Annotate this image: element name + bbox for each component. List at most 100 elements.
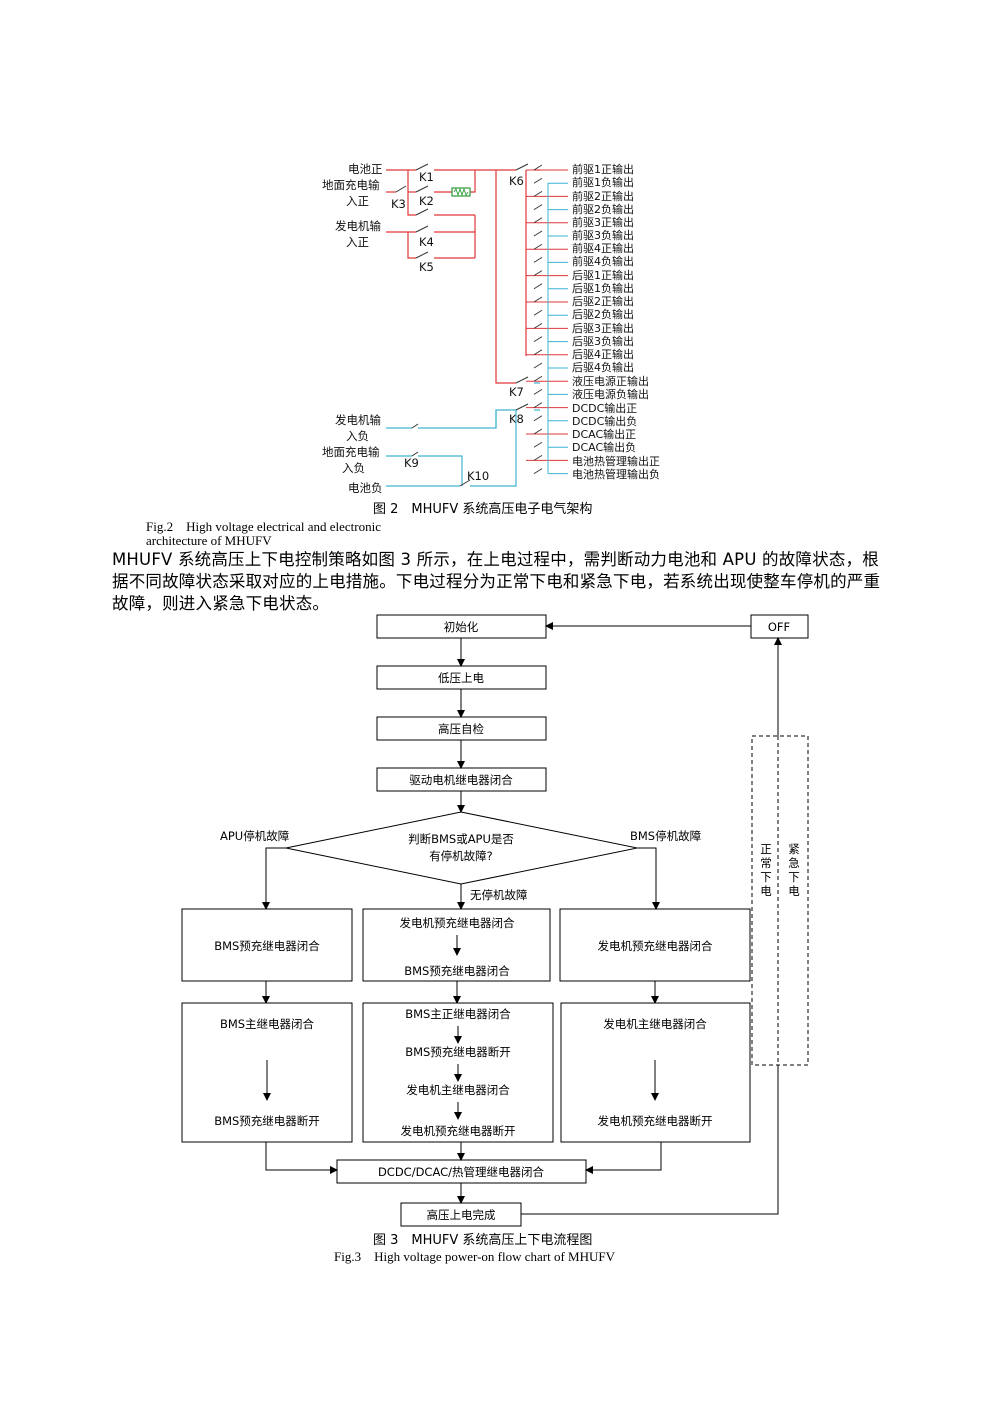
left-box-2-text-a: BMS主继电器闭合 [220, 1017, 315, 1031]
emergency-off-2: 急 [788, 856, 800, 870]
label-generator-neg-1: 发电机输 [335, 413, 381, 427]
output-label: DCDC输出正 [572, 401, 637, 415]
switch-k7: K7 [509, 385, 524, 399]
normal-off-4: 电 [760, 884, 772, 898]
output-switch [533, 191, 543, 197]
mid-box-2-text-b: BMS预充继电器断开 [405, 1045, 511, 1059]
fig2-caption-en-1: Fig.2 High voltage electrical and electr… [146, 519, 381, 534]
left-box-1-text: BMS预充继电器闭合 [214, 939, 320, 953]
no-fault-label: 无停机故障 [470, 888, 528, 902]
output-switch [533, 283, 543, 290]
output-switch [533, 217, 543, 224]
switch-k1: K1 [419, 170, 434, 184]
power-off-panel [751, 735, 809, 1066]
right-box-1-text: 发电机预充继电器闭合 [598, 939, 713, 953]
body-paragraph: MHUFV 系统高压上下电控制策略如图 3 所示，在上电过程中，需判断动力电池和… [112, 550, 881, 613]
label-ground-charge-pos-2: 入正 [346, 194, 369, 208]
output-switch [533, 230, 543, 237]
left-box-1 [181, 908, 353, 982]
emergency-off-3: 下 [788, 870, 800, 884]
decision-diamond [285, 811, 638, 885]
output-label: 后驱4正输出 [572, 347, 634, 361]
mid-box-2-text-a: BMS主正继电器闭合 [405, 1007, 511, 1021]
normal-off-3: 下 [760, 870, 772, 884]
label-ground-charge-neg-1: 地面充电输 [322, 445, 380, 459]
output-switch [533, 309, 543, 316]
output-switch [533, 415, 543, 422]
output-switch [533, 441, 543, 448]
decision-text-2: 有停机故障? [429, 849, 493, 863]
label-generator-pos-2: 入正 [346, 235, 369, 249]
output-switch [533, 349, 543, 356]
output-label: 后驱3正输出 [572, 321, 634, 335]
output-label: 前驱1正输出 [572, 162, 634, 176]
switch-k9: K9 [404, 456, 419, 470]
mid-box-1-text-b: BMS预充继电器闭合 [404, 964, 510, 978]
output-label: 后驱3负输出 [572, 334, 634, 348]
output-switch [533, 243, 543, 250]
output-switch [533, 336, 543, 342]
output-label: DCAC输出负 [572, 440, 636, 454]
output-label: 前驱3正输出 [572, 215, 634, 229]
output-switch [533, 455, 543, 461]
precharge-resistor [451, 187, 471, 197]
switch-k2: K2 [419, 194, 434, 208]
output-label: 液压电源负输出 [572, 387, 649, 401]
label-ground-charge-neg-2: 入负 [342, 461, 365, 475]
left-box-2-text-b: BMS预充继电器断开 [214, 1114, 320, 1128]
label-battery-pos: 电池正 [348, 162, 383, 176]
output-label: 前驱2负输出 [572, 202, 634, 216]
output-label: 电池热管理输出负 [572, 467, 660, 481]
normal-off-2: 常 [760, 856, 772, 870]
label-generator-pos-1: 发电机输 [335, 219, 381, 233]
output-switch [533, 389, 543, 395]
low-voltage-text: 低压上电 [438, 671, 484, 685]
mid-box-2-text-c: 发电机主继电器闭合 [406, 1083, 510, 1097]
mid-box-1-text-a: 发电机预充继电器闭合 [400, 916, 515, 930]
switch-k6: K6 [509, 174, 524, 188]
normal-off-1: 正 [760, 842, 772, 856]
output-switch [533, 362, 543, 369]
hv-check-text: 高压自检 [438, 722, 484, 736]
done-text: 高压上电完成 [427, 1208, 496, 1222]
fig3-caption-en: Fig.3 High voltage power-on flow chart o… [334, 1249, 616, 1264]
output-switch [533, 428, 543, 435]
output-label: 前驱1负输出 [572, 175, 634, 189]
init-text: 初始化 [444, 620, 479, 634]
fig2-caption-cn: 图 2 MHUFV 系统高压电子电气架构 [373, 502, 593, 517]
right-box-2-text-b: 发电机预充继电器断开 [598, 1114, 713, 1128]
dcdc-text: DCDC/DCAC/热管理继电器闭合 [378, 1165, 545, 1179]
switch-k3: K3 [391, 197, 406, 211]
output-switch [533, 296, 543, 303]
bms-fault-label: BMS停机故障 [630, 829, 701, 843]
output-label: 后驱2正输出 [572, 294, 634, 308]
mid-box-2-text-d: 发电机预充继电器断开 [401, 1124, 516, 1138]
right-box-2-text-a: 发电机主继电器闭合 [603, 1017, 707, 1031]
label-generator-neg-2: 入负 [346, 429, 369, 443]
off-text: OFF [768, 620, 790, 634]
output-switch [533, 177, 543, 184]
label-battery-neg: 电池负 [348, 481, 383, 495]
fig3-caption-cn: 图 3 MHUFV 系统高压上下电流程图 [373, 1233, 593, 1248]
label-ground-charge-pos-1: 地面充电输 [322, 178, 380, 192]
output-label: 前驱3负输出 [572, 228, 634, 242]
decision-text-1: 判断BMS或APU是否 [408, 832, 514, 846]
output-switch [533, 204, 543, 210]
output-label: 后驱1正输出 [572, 268, 634, 282]
output-label: 后驱4负输出 [572, 360, 634, 374]
output-label: DCAC输出正 [572, 427, 636, 441]
fig2-diagram: .r { stroke:#e0373a; stroke-width:1.2; f… [322, 162, 660, 495]
output-switch [533, 164, 543, 171]
output-label: DCDC输出负 [572, 414, 637, 428]
output-label: 后驱2负输出 [572, 307, 634, 321]
output-label: 前驱4正输出 [572, 241, 634, 255]
switch-k5: K5 [419, 260, 434, 274]
switch-k10: K10 [467, 469, 489, 483]
fig2-caption-en-2: architecture of MHUFV [146, 533, 272, 548]
output-label: 电池热管理输出正 [572, 454, 660, 468]
output-switch [533, 375, 543, 382]
output-switch [533, 402, 543, 408]
output-label: 前驱2正输出 [572, 189, 634, 203]
output-switch [533, 468, 543, 474]
